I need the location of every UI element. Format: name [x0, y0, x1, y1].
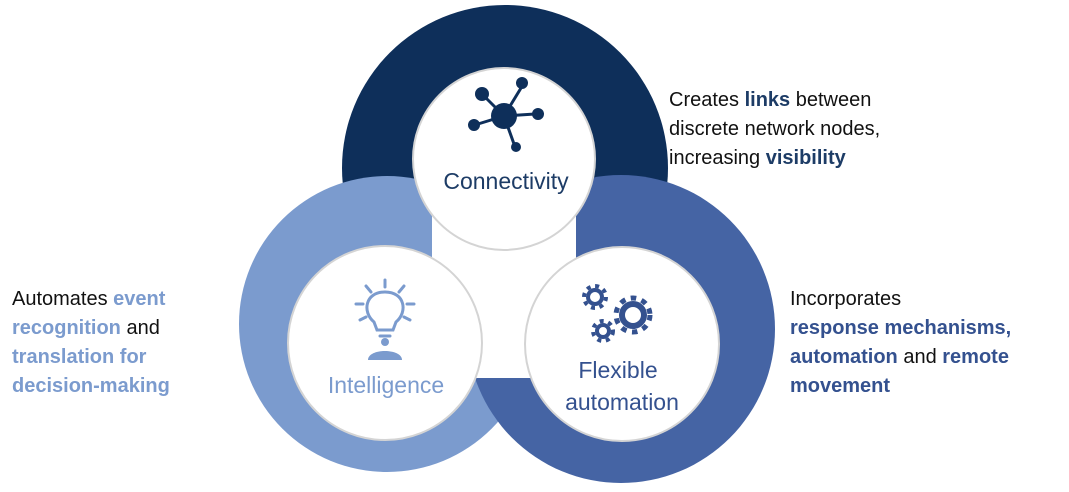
flexible-description: Incorporates response mechanisms, automa… — [790, 285, 1011, 401]
intelligence-description: Automates event recognition and translat… — [12, 285, 170, 401]
intelligence-desc-line1: Automates event — [12, 288, 166, 310]
flexible-desc-line2: response mechanisms, — [790, 317, 1012, 339]
flexible-inner-circle — [524, 246, 720, 442]
connectivity-inner-circle — [412, 67, 596, 251]
intelligence-desc-line4: decision-making — [12, 375, 170, 397]
connectivity-desc-line3: increasing visibility — [669, 147, 846, 169]
connectivity-desc-line1: Creates links between — [669, 89, 872, 111]
connectivity-label: Connectivity — [443, 168, 569, 194]
gears-icon — [582, 284, 653, 343]
connectivity-desc-line2: discrete network nodes, — [669, 118, 881, 140]
intelligence-label: Intelligence — [328, 372, 444, 398]
flexible-desc-line3: automation and remote — [790, 346, 1009, 368]
flexible-label-line1: Flexible — [578, 357, 657, 383]
flexible-desc-line4: movement — [790, 375, 891, 397]
flexible-label-line2: automation — [565, 389, 679, 415]
connectivity-description: Creates links between discrete network n… — [669, 86, 880, 173]
network-nodes-icon — [468, 77, 544, 152]
lightbulb-person-icon — [354, 278, 416, 360]
flexible-desc-line1: Incorporates — [790, 288, 902, 310]
intelligence-desc-line3: translation for — [12, 346, 147, 368]
intelligence-desc-line2: recognition and — [12, 317, 160, 339]
